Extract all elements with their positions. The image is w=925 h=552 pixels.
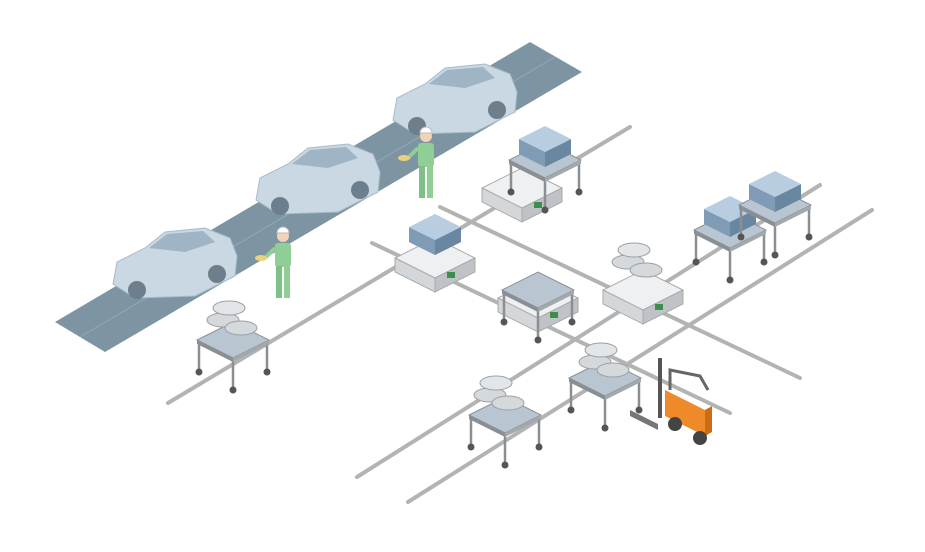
car-icon <box>392 63 518 136</box>
agv-cart <box>602 242 684 325</box>
car-icon <box>255 143 381 216</box>
agv-cart <box>497 270 579 345</box>
cart <box>466 375 544 470</box>
forklift-icon <box>630 358 712 445</box>
agv-cart <box>481 126 584 223</box>
cart <box>566 342 644 433</box>
car-icon <box>112 227 238 300</box>
